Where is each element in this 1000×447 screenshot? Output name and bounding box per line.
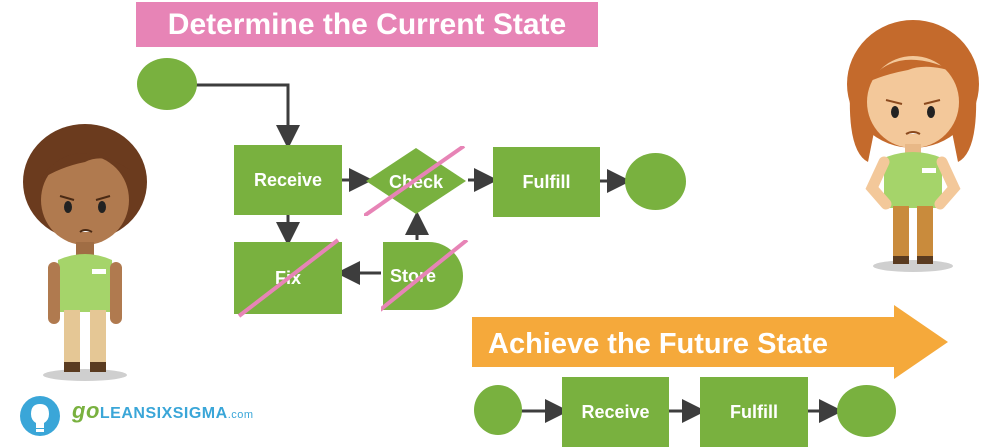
brand-name: LEANSIXSIGMA: [99, 405, 228, 422]
store-strike: [381, 240, 469, 312]
satisfied-worker-illustration: [847, 20, 979, 272]
fix-strike: [237, 238, 340, 318]
worried-worker-illustration: [23, 124, 147, 381]
future-state-banner: Achieve the Future State: [472, 305, 948, 379]
receive-step: Receive: [234, 145, 342, 215]
brand-wordmark: goLEANSIXSIGMA.com: [72, 398, 254, 424]
start-node: [137, 58, 197, 110]
fulfill-step: Fulfill: [493, 147, 600, 217]
future-start-node: [474, 385, 522, 435]
future-fulfill-step: Fulfill: [700, 377, 808, 447]
check-strike: [364, 146, 466, 216]
check-label: Check: [389, 172, 444, 192]
brand-prefix: go: [72, 398, 100, 423]
current-state-banner: Determine the Current State: [136, 2, 598, 47]
lightbulb-icon: [20, 396, 60, 436]
check-decision: Check: [364, 146, 466, 216]
brand-suffix: .com: [227, 409, 254, 421]
future-receive-step: Receive: [562, 377, 669, 447]
future-state-title: Achieve the Future State: [488, 328, 828, 360]
store-step: Store: [381, 240, 469, 312]
end-node: [625, 153, 686, 210]
start-connector: [196, 83, 300, 149]
store-label: Store: [390, 266, 436, 286]
future-end-node: [837, 385, 896, 437]
